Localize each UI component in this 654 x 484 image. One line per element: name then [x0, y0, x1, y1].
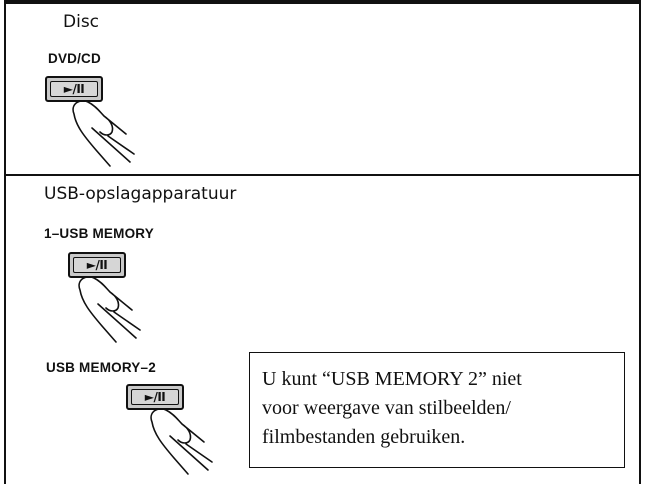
pressing-finger-icon: [78, 275, 141, 343]
note-line-2: voor weergave van stilbeelden/: [262, 397, 511, 419]
usb-memory-1-label: 1–USB MEMORY: [44, 226, 154, 241]
pressing-finger-icon: [150, 407, 213, 475]
note-line-1: U kunt “USB MEMORY 2” niet: [262, 368, 522, 390]
top-border: [4, 0, 641, 4]
usb-memory-1-play-pause-button[interactable]: ►/II: [68, 252, 126, 278]
disc-section-title: Disc: [63, 12, 100, 32]
play-pause-icon: ►/II: [50, 81, 98, 97]
usb-memory-2-note: U kunt “USB MEMORY 2” niet voor weergave…: [249, 352, 625, 468]
usb-memory-2-label: USB MEMORY–2: [46, 360, 156, 375]
play-pause-icon: ►/II: [73, 257, 121, 273]
pressing-finger-icon: [72, 99, 135, 167]
dvd-cd-play-pause-button[interactable]: ►/II: [45, 76, 103, 102]
page-frame: [4, 0, 641, 484]
section-divider: [4, 174, 641, 176]
usb-section-title: USB-opslagapparatuur: [44, 184, 237, 204]
dvd-cd-label: DVD/CD: [48, 51, 101, 66]
usb-memory-2-play-pause-button[interactable]: ►/II: [126, 384, 184, 410]
note-line-3: filmbestanden gebruiken.: [262, 426, 466, 448]
play-pause-icon: ►/II: [131, 389, 179, 405]
